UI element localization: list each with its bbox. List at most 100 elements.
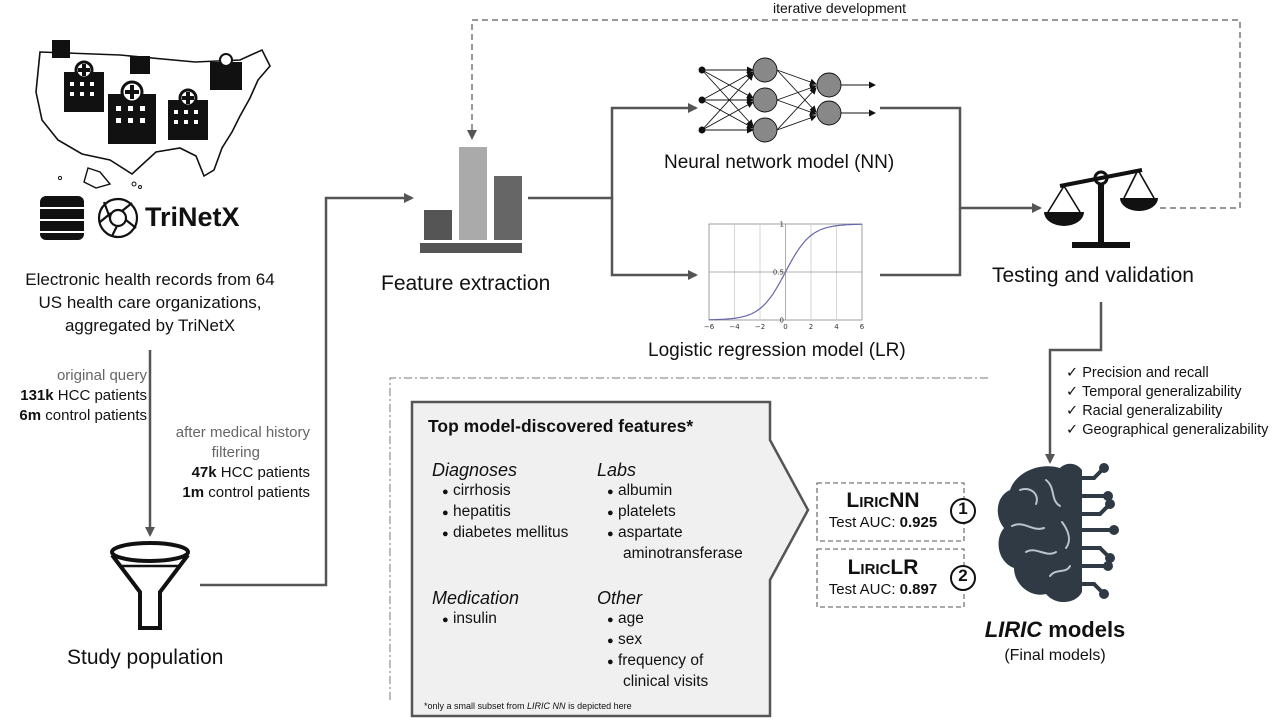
ehr-line-1: Electronic health records from 64 [25,270,275,289]
sigmoid-curve [708,223,863,321]
check-item-label: Temporal generalizability [1081,384,1242,400]
feature-extraction-label: Feature extraction [381,272,551,295]
trinetx-logo-icon [97,197,139,239]
check-icon: ✓ [1066,365,1079,381]
badge-2: 2 [958,566,968,585]
nn-model-label: Neural network model (NN) [664,152,895,173]
labs-group: Labs ● albumin ● platelets ● aspartate a… [597,459,743,564]
flow-arrow-nn-to-test [880,106,1042,213]
diagnosis-item: cirrhosis [452,482,511,499]
check-item-label: Racial generalizability [1082,403,1223,419]
liric-lr-auc-label: Test AUC: [828,581,896,598]
bullet-icon: ● [442,507,449,519]
bar-chart-icon [420,147,522,253]
labs-heading: Labs [597,460,637,480]
bullet-icon: ● [607,635,614,647]
check-item: ✓ Temporal generalizability [1066,383,1268,402]
flow-arrow-to-lr [610,198,698,280]
liric-lr-prefix: Liric [847,556,891,579]
lab-item: platelets [617,503,676,520]
features-callout [410,400,810,718]
check-icon: ✓ [1066,384,1079,400]
liric-lr-suffix: LR [890,556,919,579]
us-map-icon [35,48,271,189]
diagnosis-item: hepatitis [452,503,511,520]
lab-item: aspartate [617,524,683,541]
check-item: ✓ Precision and recall [1066,364,1268,383]
sigmoid-y-tick: 1 [780,221,784,229]
badge-2-circle [950,565,976,591]
footnote-model: LIRIC NN [527,701,566,711]
original-control-label: control patients [45,407,147,424]
bullet-icon: ● [607,486,614,498]
filtered-label-2: filtering [211,444,260,461]
ehr-line-2: US health care organizations, [38,293,262,312]
check-item-label: Geographical generalizability [1082,422,1269,438]
ehr-line-3: aggregated by TriNetX [64,316,236,335]
liric-nn-auc-label: Test AUC: [828,514,896,531]
original-hcc-label: HCC patients [57,387,147,404]
liric-lr-card: LiricLR Test AUC: 0.897 [817,556,949,600]
bullet-icon: ● [607,614,614,626]
liric-nn-name: LiricNN [817,489,949,513]
badge-1-circle [950,498,976,524]
filtered-control-count: 1m [182,484,205,501]
lab-item-continued: aminotransferase [623,545,743,562]
bullet-icon: ● [442,528,449,540]
sigmoid-y-tick: 0.5 [773,269,784,277]
features-region-border [389,377,990,700]
funnel-icon [110,541,190,630]
check-item: ✓ Geographical generalizability [1066,421,1268,440]
features-title: Top model-discovered features* [428,416,694,436]
footnote-prefix: *only a small subset from [424,701,528,711]
original-control-count: 6m [19,407,42,424]
liric-lr-name: LiricLR [817,556,949,580]
final-title-rest: models [1042,617,1126,642]
bullet-icon: ● [442,486,449,498]
lr-model-label: Logistic regression model (LR) [648,340,906,361]
check-icon: ✓ [1066,422,1079,438]
sigmoid-x-tick: −6 [704,323,715,331]
bullet-icon: ● [607,656,614,668]
sigmoid-x-tick: 4 [834,323,839,331]
medication-group: Medication ● insulin [432,587,519,630]
flow-arrow-lr-to-test [880,208,962,277]
diagnoses-group: Diagnoses ● cirrhosis ● hepatitis ● diab… [432,459,568,544]
filtered-block: after medical history filtering 47k HCC … [176,423,310,503]
neural-network-icon [698,57,876,143]
sigmoid-x-tick: −4 [729,323,740,331]
sigmoid-x-tick: 0 [783,323,787,331]
flow-arrow-to-features [200,193,414,587]
iterative-label: iterative development [773,0,907,16]
flow-arrow-to-nn [528,103,698,200]
hospital-windows [70,82,198,124]
features-footnote: *only a small subset from LIRIC NN is de… [424,701,632,711]
liric-lr-auc-value: 0.897 [899,581,938,598]
trinetx-logo-text: TriNetX [145,202,240,232]
medication-heading: Medication [432,588,520,608]
final-models-subtitle: (Final models) [1004,647,1106,664]
brain-icon [997,463,1119,603]
other-item-continued: clinical visits [623,673,709,690]
bullet-icon: ● [607,528,614,540]
check-item: ✓ Racial generalizability [1066,402,1268,421]
filtered-hcc-count: 47k [191,464,217,481]
other-heading: Other [597,588,643,608]
filtered-control-label: control patients [208,484,310,501]
final-models-title: LIRIC models [950,617,1160,643]
iterative-loop-arrow [467,19,1241,209]
original-hcc-count: 131k [20,387,54,404]
bullet-icon: ● [607,507,614,519]
sigmoid-y-tick: 0 [780,317,784,325]
sigmoid-x-tick: −2 [755,323,765,331]
liric-nn-suffix: NN [889,489,920,512]
final-title-italic: LIRIC [984,617,1043,642]
lab-item: albumin [617,482,673,499]
other-group: Other ● age ● sex ● frequency of clinica… [597,587,708,692]
original-query-label: original query [56,367,147,384]
database-icon [40,196,84,240]
other-item: frequency of [617,652,704,669]
balance-scale-icon [1044,168,1158,248]
